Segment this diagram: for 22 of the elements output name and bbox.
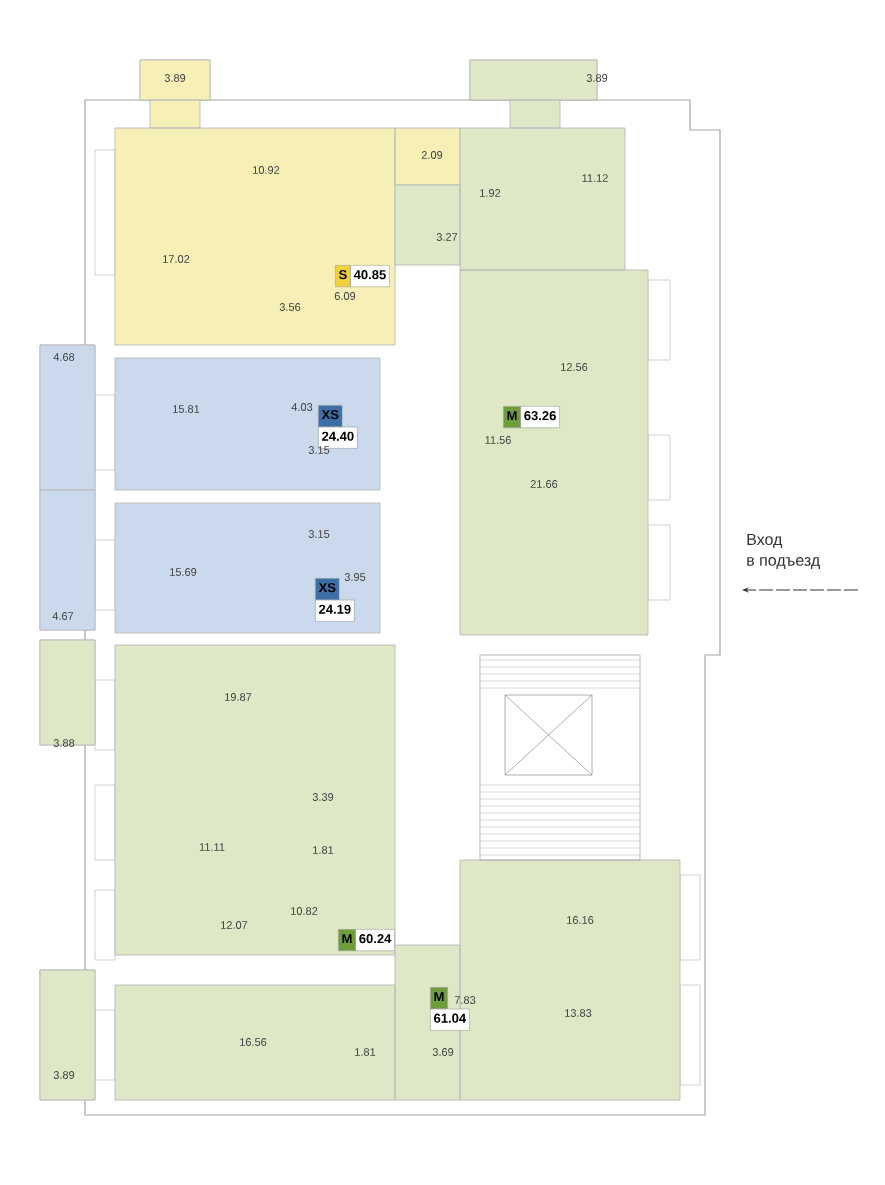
area-label: 4.68 xyxy=(53,353,75,361)
area-label: 2.09 xyxy=(421,151,443,159)
area-badge: M 63.26 xyxy=(503,406,560,428)
area-label: 4.67 xyxy=(52,612,74,620)
entrance-label: Вход xyxy=(747,533,783,549)
area-label: 13.83 xyxy=(565,1009,592,1017)
area-label: 3.89 xyxy=(164,74,186,82)
area-label: 3.69 xyxy=(432,1048,454,1056)
area-label: 16.56 xyxy=(240,1038,267,1046)
area-label: 7.83 xyxy=(454,996,476,1004)
area-label: 3.27 xyxy=(436,233,458,241)
area-label: 3.89 xyxy=(586,74,608,82)
area-label: 3.88 xyxy=(53,739,75,747)
area-label: 3.89 xyxy=(53,1071,75,1079)
area-label: 1.92 xyxy=(480,189,501,197)
area-label: 11.56 xyxy=(485,436,511,444)
area-label: 11.12 xyxy=(582,174,608,182)
area-label: 21.66 xyxy=(530,480,558,488)
area-label: 12.56 xyxy=(561,363,588,371)
entrance-label: в подъезд xyxy=(747,557,820,569)
area-label: 1.81 xyxy=(355,1048,376,1056)
area-label: 16.16 xyxy=(567,916,594,924)
